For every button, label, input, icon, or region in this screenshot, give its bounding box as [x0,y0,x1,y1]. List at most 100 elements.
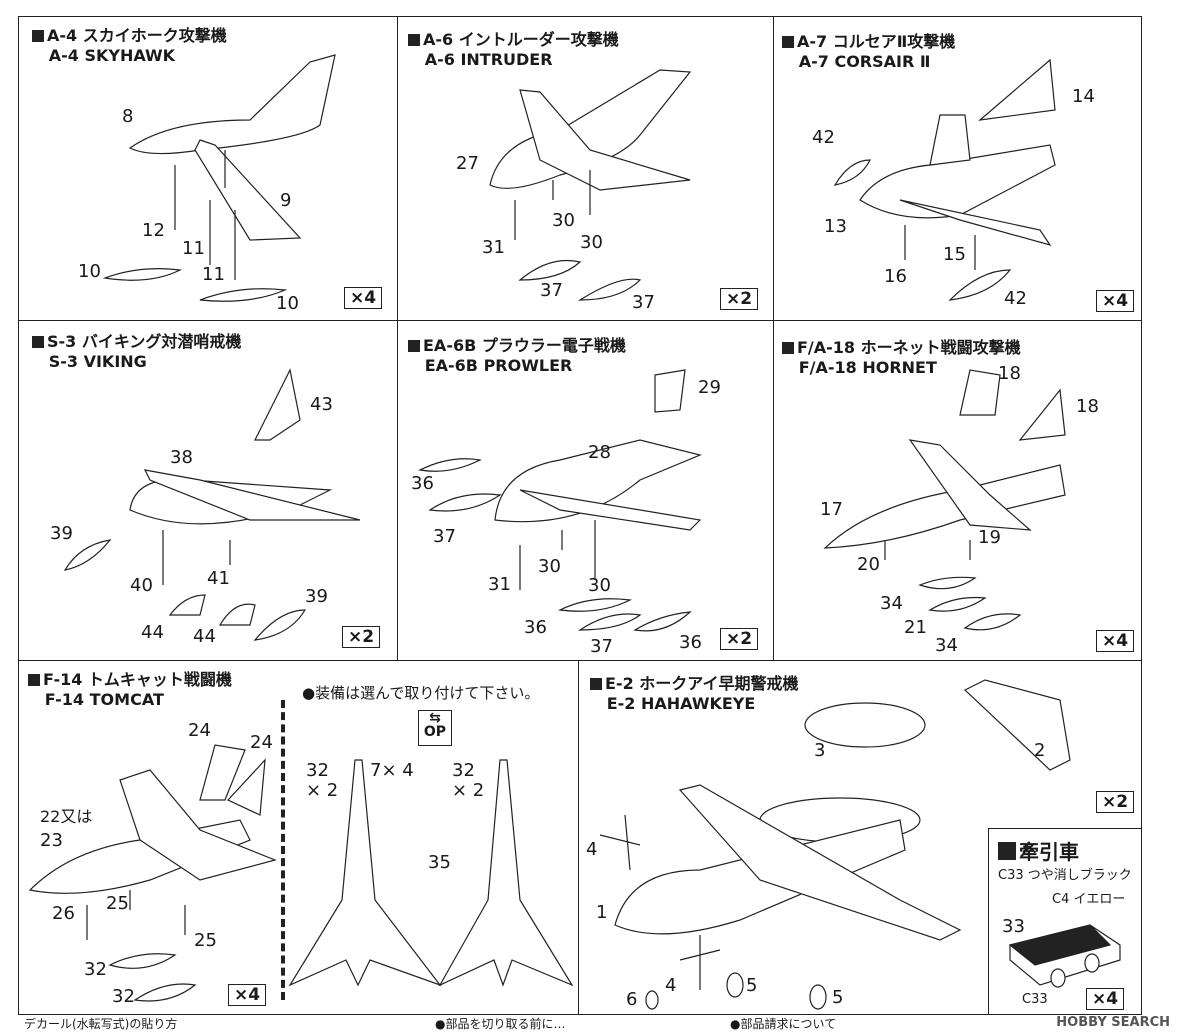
part-number: 11 [202,264,225,285]
part-number: 2 [1034,740,1046,761]
part-number: 23 [40,830,63,851]
part-number: C33 [1022,992,1048,1007]
part-number: 37 [632,292,655,313]
a7-aircraft-drawing [833,58,1056,301]
part-number: 41 [207,568,230,589]
ea6b-aircraft-drawing [418,369,702,632]
part-number: 32 [306,760,329,781]
quantity-badge: ×2 [720,628,759,650]
part-number: 36 [679,632,702,653]
part-number: 43 [310,394,333,415]
color-callout-yellow: C4 イエロー [1052,892,1126,907]
panel-tow-tractor [988,828,1142,1015]
part-number: 34 [880,593,903,614]
ea6b-title: EA-6B プラウラー電子戦機 EA-6B PROWLER [408,336,626,376]
part-number: 14 [1072,86,1095,107]
part-number: 42 [812,127,835,148]
f14-option-top-views [288,759,574,987]
part-number: 3 [814,740,826,761]
part-number: 24 [250,732,273,753]
part-number: 18 [998,363,1021,384]
part-number: 28 [588,442,611,463]
part-number: 30 [538,556,561,577]
e2-title: E-2 ホークアイ早期警戒機 E-2 HAHAWKEYE [590,674,798,714]
part-number: 36 [524,617,547,638]
part-number: 10 [78,261,101,282]
quantity-badge: ×2 [1096,791,1135,813]
part-number: 39 [305,586,328,607]
divider [281,700,285,1000]
quantity-badge: ×2 [720,288,759,310]
part-number: 12 [142,220,165,241]
quantity-badge: ×2 [342,626,381,648]
a4-aircraft-drawing [102,54,336,302]
part-number: 42 [1004,288,1027,309]
part-number: 19 [978,527,1001,548]
part-number: 34 [935,635,958,656]
part-number: × 2 [452,780,485,801]
part-number: 30 [552,210,575,231]
part-number: 25 [194,930,217,951]
quantity-badge: ×4 [228,984,267,1006]
part-number: 39 [50,523,73,544]
parts-note: ●部品を切り取る前に… [435,1017,566,1031]
part-number: 32 [452,760,475,781]
part-number: 36 [411,473,434,494]
quantity-badge: ×4 [344,287,383,309]
part-number: 27 [456,153,479,174]
part-number: 5 [746,975,758,996]
part-number: 37 [540,280,563,301]
color-callout-black: C33 つや消しブラック [998,868,1132,883]
tow-tractor-drawing [1008,924,1121,988]
a6-title: A-6 イントルーダー攻撃機 A-6 INTRUDER [408,30,619,70]
parts-request-heading: ●部品請求について [730,1017,837,1031]
part-number: 4 [586,839,598,860]
part-number: 9 [280,190,292,211]
part-number: 44 [141,622,164,643]
part-number: 24 [188,720,211,741]
part-number: 31 [482,237,505,258]
part-number: 20 [857,554,880,575]
part-number: 32 [112,986,135,1007]
part-number: 6 [626,989,638,1010]
f14-title: F-14 トムキャット戦闘機 F-14 TOMCAT [28,670,232,710]
part-number: 17 [820,499,843,520]
decal-instructions-heading: デカール(水転写式)の貼り方 [24,1017,178,1031]
part-number: 7× 4 [370,760,414,781]
quantity-badge: ×4 [1096,630,1135,652]
part-number: 35 [428,852,451,873]
f14-aircraft-drawing [28,744,277,1002]
arrow-swap-icon: ⇆ [429,710,441,726]
part-number: 25 [106,893,129,914]
a4-title: A-4 スカイホーク攻撃機 A-4 SKYHAWK [32,26,227,66]
part-number: 22又は [40,807,93,826]
part-number: × 2 [306,780,339,801]
part-number: 33 [1002,916,1025,937]
part-number: 30 [588,575,611,596]
a6-aircraft-drawing [489,69,692,301]
part-number: 8 [122,106,134,127]
part-number: 38 [170,447,193,468]
option-badge: ⇆OP [418,710,452,746]
part-number: 26 [52,903,75,924]
fa18-title: F/A-18 ホーネット戦闘攻撃機 F/A-18 HORNET [782,338,1021,378]
part-number: 15 [943,244,966,265]
part-number: 18 [1076,396,1099,417]
fa18-aircraft-drawing [823,369,1066,631]
equipment-option-note: ●装備は選んで取り付けて下さい。 [302,684,540,702]
part-number: 11 [182,238,205,259]
watermark: HOBBY SEARCH [1056,1015,1170,1030]
part-number: 16 [884,266,907,287]
part-number: 40 [130,575,153,596]
a7-title: A-7 コルセアⅡ攻撃機 A-7 CORSAIR Ⅱ [782,32,955,72]
part-number: 29 [698,377,721,398]
part-number: 44 [193,626,216,647]
quantity-badge: ×4 [1096,290,1135,312]
s3-aircraft-drawing [63,368,361,641]
s3-title: S-3 バイキング対潜哨戒機 S-3 VIKING [32,332,241,372]
part-number: 32 [84,959,107,980]
part-number: 31 [488,574,511,595]
e2-aircraft-drawing [599,679,1071,1010]
part-number: 5 [832,987,844,1008]
part-number: 13 [824,216,847,237]
